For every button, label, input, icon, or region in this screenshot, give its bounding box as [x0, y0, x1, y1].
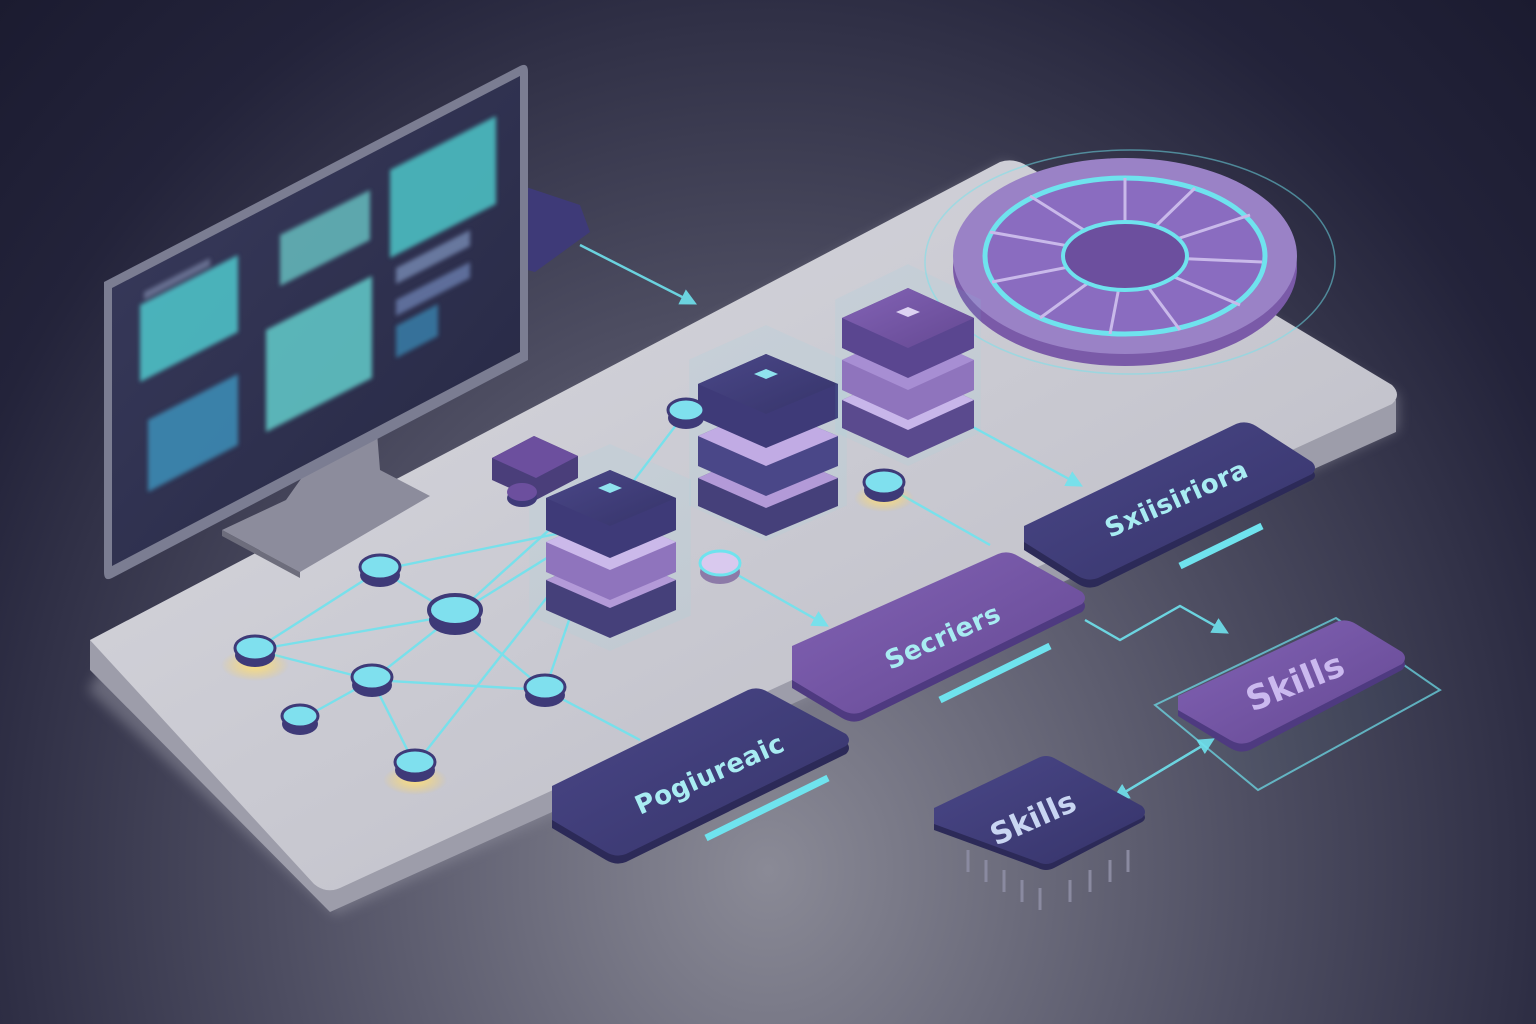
network-node-icon: [854, 468, 914, 512]
module-card-skisiriora[interactable]: Sxiisiriora: [1024, 422, 1315, 588]
module-card-secriers[interactable]: Secriers: [792, 552, 1085, 722]
network-node-icon: [666, 397, 706, 429]
network-node-icon: [383, 748, 447, 795]
network-node-icon: [523, 673, 567, 707]
chip-icon[interactable]: Skills: [934, 756, 1145, 910]
network-node-icon: [507, 483, 537, 507]
network-node-icon: [358, 553, 402, 587]
network-nodes: [221, 397, 914, 795]
network-node-icon: [280, 703, 320, 735]
server-stack-icon: [529, 444, 691, 651]
network-node-icon: [350, 663, 394, 697]
network-node-icon: [427, 593, 483, 635]
network-node-icon: [221, 634, 289, 681]
server-stack-icon: [835, 264, 981, 466]
module-card-skills-upper[interactable]: Skills: [1153, 616, 1442, 792]
module-card-pogiureaic[interactable]: Pogiureaic: [552, 688, 849, 864]
monitor-icon: [104, 64, 590, 580]
connector-block: [492, 436, 578, 500]
server-stack-icon: [689, 325, 847, 541]
dial-icon: [924, 149, 1336, 375]
network-node-icon: [698, 549, 742, 584]
